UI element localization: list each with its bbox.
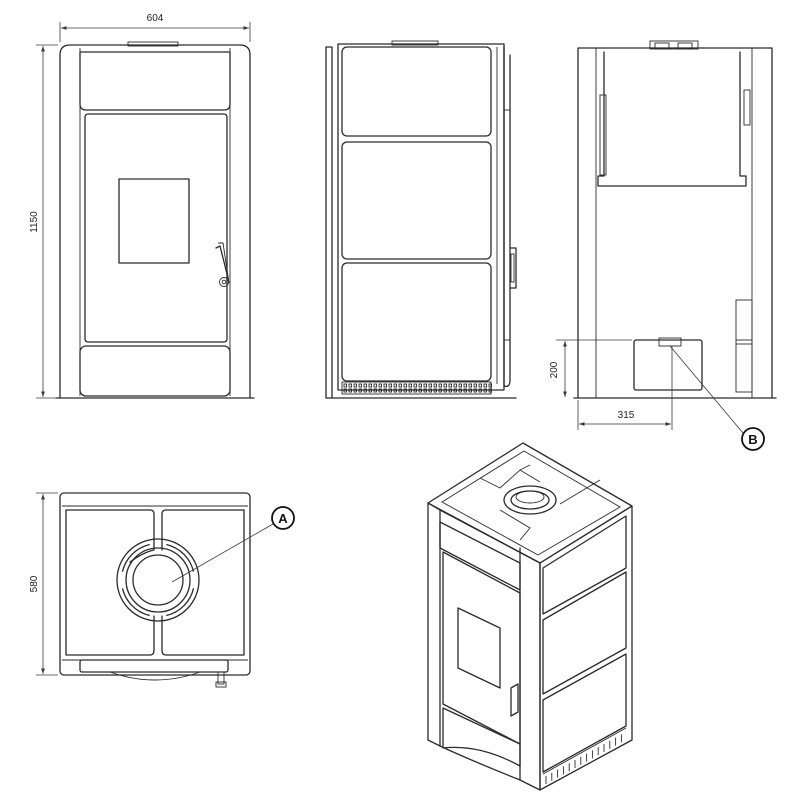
callout-a: A xyxy=(171,506,295,583)
outlet-offset-label: 315 xyxy=(618,410,635,421)
vent-slot xyxy=(373,383,377,388)
vent-slot xyxy=(423,383,427,388)
vent-slot xyxy=(343,388,347,393)
callout-b: B xyxy=(669,345,765,451)
vent-slot xyxy=(166,543,195,572)
vent-slot xyxy=(453,383,457,388)
vent-slot xyxy=(488,388,492,393)
side-vent-grille xyxy=(343,383,492,393)
top-vent-slots xyxy=(121,543,195,617)
vent-slot xyxy=(166,588,195,617)
front-width-dimension: 604 xyxy=(59,13,251,42)
height-label: 1150 xyxy=(29,211,40,233)
iso-vent-grille xyxy=(545,734,622,784)
top-view xyxy=(59,492,251,688)
vent-slot xyxy=(478,383,482,388)
vent-slot xyxy=(428,383,432,388)
vent-slot xyxy=(483,388,487,393)
vent-slot xyxy=(121,588,150,617)
vent-slot xyxy=(378,383,382,388)
vent-slot xyxy=(388,383,392,388)
vent-slot xyxy=(463,383,467,388)
vent-slot xyxy=(448,383,452,388)
vent-slot xyxy=(358,383,362,388)
vent-slot xyxy=(343,383,347,388)
vent-slot xyxy=(348,388,352,393)
vent-slot xyxy=(433,388,437,393)
vent-slot xyxy=(383,388,387,393)
vent-slot xyxy=(428,388,432,393)
vent-slot xyxy=(443,388,447,393)
vent-slot xyxy=(398,383,402,388)
vent-slot xyxy=(368,383,372,388)
vent-slot xyxy=(403,388,407,393)
depth-dimension: 580 xyxy=(29,492,58,676)
back-view xyxy=(573,40,777,399)
callout-a-label: A xyxy=(278,511,288,526)
vent-slot xyxy=(403,383,407,388)
vent-slot xyxy=(353,388,357,393)
vent-slot xyxy=(458,388,462,393)
vent-slot xyxy=(438,383,442,388)
vent-slot xyxy=(383,383,387,388)
vent-slot xyxy=(463,388,467,393)
vent-slot xyxy=(468,388,472,393)
vent-slot xyxy=(358,388,362,393)
vent-slot xyxy=(448,388,452,393)
vent-slot xyxy=(121,543,150,572)
vent-slot xyxy=(453,388,457,393)
vent-slot xyxy=(418,383,422,388)
vent-slot xyxy=(468,383,472,388)
vent-slot xyxy=(373,388,377,393)
vent-slot xyxy=(378,388,382,393)
vent-slot xyxy=(418,388,422,393)
vent-slot xyxy=(488,383,492,388)
vent-slot xyxy=(423,388,427,393)
vent-slot xyxy=(443,383,447,388)
outlet-offset-dimension: 315 xyxy=(577,346,673,430)
vent-slot xyxy=(413,383,417,388)
outlet-height-label: 200 xyxy=(549,361,560,378)
vent-slot xyxy=(473,383,477,388)
vent-slot xyxy=(408,383,412,388)
vent-slot xyxy=(438,388,442,393)
vent-slot xyxy=(483,383,487,388)
isometric-view xyxy=(427,442,633,791)
width-label: 604 xyxy=(147,13,164,24)
side-view xyxy=(325,40,517,399)
vent-slot xyxy=(433,383,437,388)
vent-slot xyxy=(363,383,367,388)
vent-slot xyxy=(473,388,477,393)
vent-slot xyxy=(388,388,392,393)
outlet-height-dimension: 200 xyxy=(549,339,632,397)
depth-label: 580 xyxy=(29,575,40,592)
vent-slot xyxy=(393,388,397,393)
vent-slot xyxy=(353,383,357,388)
vent-slot xyxy=(393,383,397,388)
vent-slot xyxy=(458,383,462,388)
vent-slot xyxy=(363,388,367,393)
vent-slot xyxy=(478,388,482,393)
vent-slot xyxy=(408,388,412,393)
front-view xyxy=(55,41,255,399)
vent-slot xyxy=(368,388,372,393)
vent-slot xyxy=(413,388,417,393)
vent-slot xyxy=(398,388,402,393)
front-height-dimension: 1150 xyxy=(29,44,58,399)
callout-b-label: B xyxy=(748,432,757,447)
vent-slot xyxy=(348,383,352,388)
